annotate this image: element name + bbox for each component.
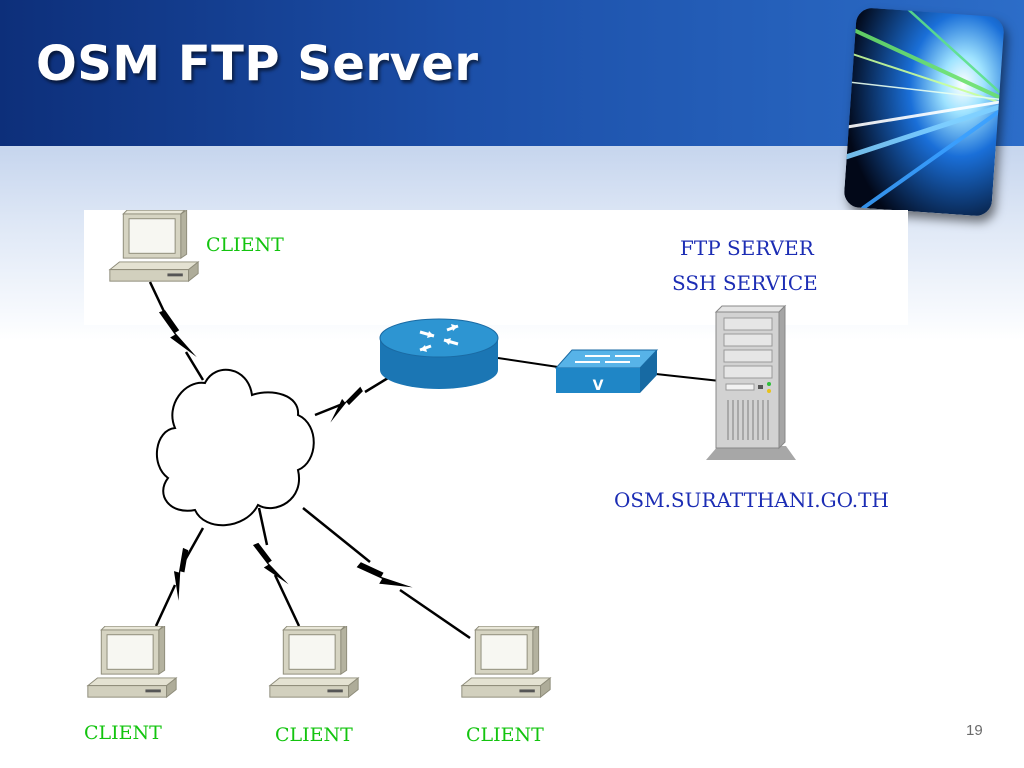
server-hostname: OSM.SURATTHANI.GO.TH bbox=[614, 488, 889, 512]
svg-text:V: V bbox=[593, 378, 604, 394]
client-label-top-left: CLIENT bbox=[206, 234, 284, 256]
slide-title: OSM FTP Server bbox=[36, 36, 479, 92]
server-label-ftp: FTP SERVER bbox=[680, 236, 814, 260]
internet-cloud-icon bbox=[155, 368, 315, 527]
server-label-ssh: SSH SERVICE bbox=[672, 271, 818, 295]
server-tower-icon bbox=[706, 304, 796, 460]
client-label-bottom-right: CLIENT bbox=[466, 724, 544, 746]
client-computer-bottom-left bbox=[87, 626, 177, 698]
desktop-computer-icon bbox=[87, 626, 177, 698]
desktop-computer-icon bbox=[269, 626, 359, 698]
client-computer-bottom-middle bbox=[269, 626, 359, 698]
client-computer-bottom-right bbox=[461, 626, 551, 698]
router-icon bbox=[379, 318, 499, 389]
header-divider bbox=[0, 146, 1024, 150]
client-label-bottom-left: CLIENT bbox=[84, 722, 162, 744]
desktop-computer-icon bbox=[109, 210, 199, 282]
desktop-computer-icon bbox=[461, 626, 551, 698]
client-computer-top-left bbox=[109, 210, 199, 282]
client-label-bottom-middle: CLIENT bbox=[275, 724, 353, 746]
page-number: 19 bbox=[966, 722, 983, 739]
switch-icon: V bbox=[554, 349, 659, 394]
light-streak-image-icon bbox=[843, 7, 1005, 217]
